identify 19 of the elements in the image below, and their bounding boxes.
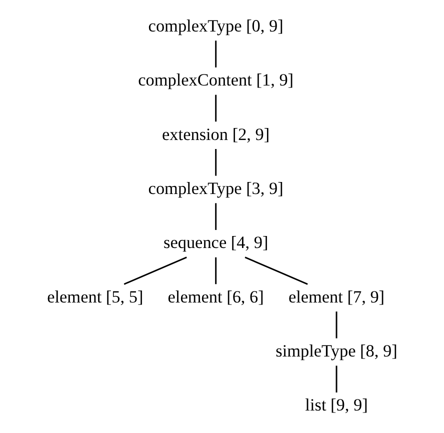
connector: [336, 312, 338, 338]
node-text: complexContent [1, 9]: [138, 70, 294, 90]
node-text: simpleType [8, 9]: [276, 342, 398, 360]
connector: [215, 40, 217, 68]
node-text: element [7, 9]: [288, 287, 385, 306]
connector: [215, 203, 217, 230]
node-text: complexType [0, 9]: [148, 16, 284, 36]
node-text: element [6, 6]: [168, 287, 264, 306]
connector: [124, 256, 187, 285]
connector: [336, 366, 338, 392]
connector: [244, 256, 308, 285]
connector: [215, 94, 217, 122]
node-text: complexType [3, 9]: [148, 178, 284, 198]
node-text: list [9, 9]: [305, 396, 368, 415]
connector: [215, 257, 217, 284]
node-text: sequence [4, 9]: [163, 233, 268, 252]
node-text: element [5, 5]: [47, 287, 144, 306]
connector: [215, 149, 217, 176]
node-text: extension [2, 9]: [162, 124, 270, 144]
